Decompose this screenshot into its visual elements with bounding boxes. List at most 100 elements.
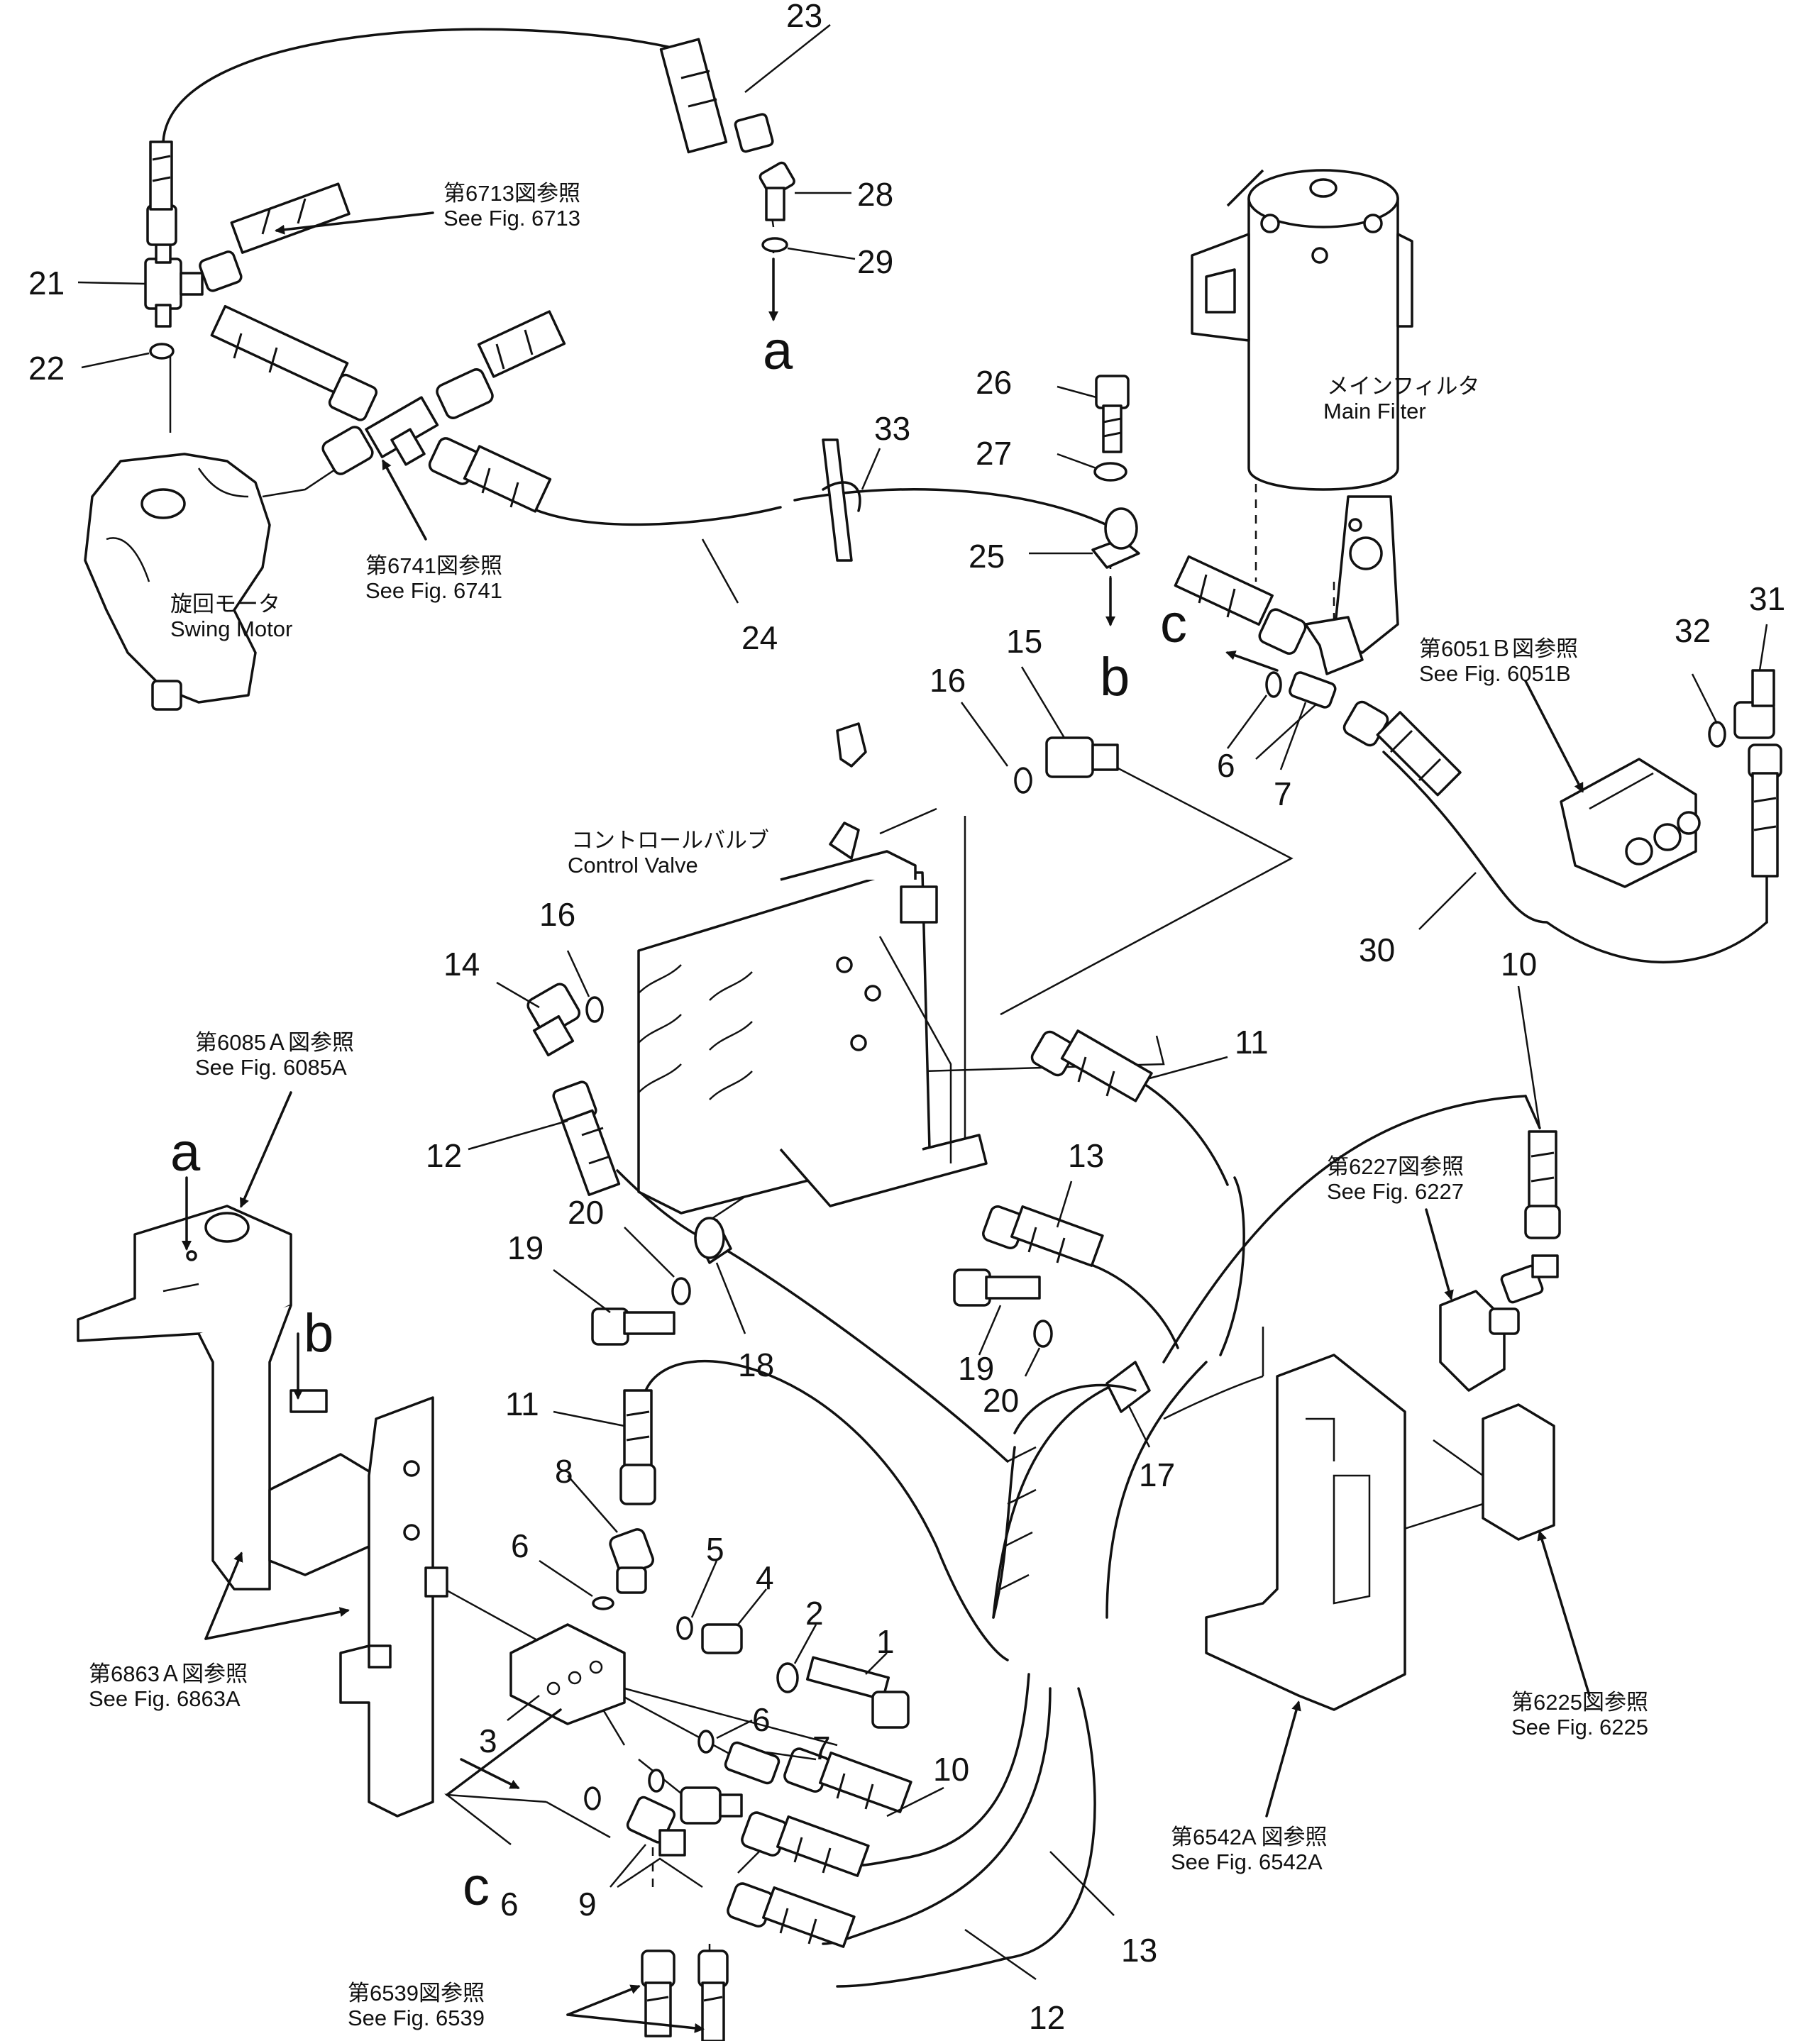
- callout-17: 17: [1139, 1456, 1175, 1493]
- callout-8: 8: [555, 1453, 573, 1490]
- o-ring-6-bottom: [648, 1769, 665, 1793]
- callout-4: 4: [756, 1559, 774, 1596]
- callout-11-lower: 11: [505, 1385, 539, 1422]
- ref-6085A-en: See Fig. 6085A: [195, 1055, 347, 1080]
- fitting-21: [144, 236, 204, 328]
- letter-a-top: a: [763, 321, 793, 381]
- washer-20-left: [671, 1277, 691, 1305]
- o-ring-22: [149, 343, 175, 360]
- connector-letters: a b c a b c: [170, 321, 1187, 1917]
- callout-21: 21: [28, 265, 65, 302]
- bolt-19-right: [953, 1268, 1041, 1307]
- callout-25: 25: [969, 538, 1005, 575]
- letter-a-left: a: [170, 1122, 201, 1183]
- ref-6741-en: See Fig. 6741: [365, 578, 502, 603]
- plug-4: [701, 1623, 743, 1654]
- letter-c-lower: c: [463, 1857, 490, 1917]
- o-ring-6-mid: [592, 1596, 614, 1610]
- swing-motor: [84, 453, 348, 711]
- hoses-6539: [641, 1949, 729, 2041]
- callout-18: 18: [738, 1346, 774, 1383]
- ref-6741-jp: 第6741図参照: [365, 553, 502, 578]
- o-ring-6-top: [1265, 671, 1282, 698]
- o-ring-32: [1708, 721, 1726, 748]
- reference-arrows: [182, 211, 1591, 2033]
- callout-7-top: 7: [1274, 775, 1292, 812]
- ref-6227-jp: 第6227図参照: [1327, 1154, 1464, 1179]
- callout-20-right: 20: [983, 1382, 1019, 1419]
- ref-6051B-jp: 第6051Ｂ図参照: [1419, 636, 1578, 661]
- control-valve-label-jp: コントロールバルブ: [571, 828, 769, 853]
- callout-31: 31: [1749, 580, 1785, 617]
- reference-labels: 第6713図参照 See Fig. 6713 第6741図参照 See Fig.…: [89, 181, 1648, 2030]
- letter-b-left: b: [304, 1303, 333, 1364]
- callout-7-lower: 7: [812, 1730, 831, 1766]
- hose-right-6051B: [1748, 743, 1782, 878]
- callout-19-left: 19: [507, 1229, 544, 1266]
- callout-leaders: [77, 24, 1768, 1981]
- block-6225: [1482, 1403, 1555, 1541]
- hose-end-top-left: [146, 140, 177, 246]
- ref-6863A-en: See Fig. 6863A: [89, 1686, 241, 1711]
- hose-10-lower-end: [783, 1747, 912, 1813]
- callout-20-left: 20: [568, 1194, 604, 1231]
- washer-2: [776, 1662, 799, 1693]
- callout-3: 3: [479, 1722, 497, 1759]
- callout-28: 28: [857, 176, 893, 213]
- washer-20-right: [1033, 1320, 1053, 1348]
- hose-30-end: [1342, 700, 1462, 797]
- hose-6713: [199, 182, 351, 292]
- bracket-6085A: [77, 1205, 448, 1818]
- o-ring-5: [676, 1616, 693, 1640]
- callout-10-lower: 10: [933, 1751, 969, 1788]
- manifold-block-3: [509, 1623, 626, 1725]
- callout-23: 23: [786, 0, 822, 34]
- fitting-7-top: [1289, 671, 1337, 709]
- hose-12-end: [552, 1080, 621, 1196]
- callout-6-c: 6: [500, 1886, 519, 1923]
- main-filter-label-en: Main Filter: [1323, 399, 1426, 424]
- callout-16-top: 16: [930, 662, 966, 699]
- swing-motor-label-en: Swing Motor: [170, 616, 292, 641]
- ref-6225-en: See Fig. 6225: [1511, 1715, 1648, 1739]
- callout-12-top: 12: [426, 1137, 462, 1174]
- callout-30: 30: [1359, 931, 1395, 968]
- callout-29: 29: [857, 243, 893, 280]
- callout-11-top: 11: [1235, 1024, 1269, 1061]
- control-valve-label-en: Control Valve: [568, 853, 698, 878]
- swing-motor-label-jp: 旋回モータ: [170, 592, 280, 616]
- callout-24: 24: [741, 619, 778, 656]
- ref-6863A-jp: 第6863Ａ図参照: [89, 1661, 248, 1686]
- clamp-17: [992, 1361, 1151, 1619]
- callout-33: 33: [874, 410, 910, 447]
- callout-22: 22: [28, 350, 65, 387]
- control-valve: [637, 722, 988, 1215]
- fitting-8: [609, 1528, 655, 1594]
- callout-12-lower: 12: [1029, 1999, 1065, 2036]
- block-6051B: [1560, 758, 1701, 888]
- callout-6-lower: 6: [752, 1701, 771, 1738]
- hose-upper-right-tee: [436, 310, 566, 419]
- ref-6225-jp: 第6225図参照: [1511, 1690, 1648, 1715]
- ref-6227-en: See Fig. 6227: [1327, 1179, 1464, 1204]
- callout-numbers: 23 28 29 21 22 33 26 27 25 24 15 16 6 7 …: [28, 0, 1785, 2036]
- callout-32: 32: [1675, 612, 1711, 649]
- o-ring-6-lower: [697, 1730, 715, 1754]
- ref-6542A-en: See Fig. 6542A: [1171, 1849, 1323, 1874]
- hose-12-lower-end: [727, 1882, 856, 1948]
- ref-6713-en: See Fig. 6713: [443, 206, 580, 231]
- hose-24-end: [428, 437, 552, 513]
- callout-1: 1: [876, 1623, 895, 1660]
- fitting-14: [526, 983, 581, 1057]
- clamp-33: [822, 438, 861, 562]
- callout-6-mid: 6: [511, 1527, 529, 1564]
- ref-6539-jp: 第6539図参照: [348, 1981, 485, 2006]
- valve-6227: [1439, 1254, 1559, 1392]
- bolt-26: [1095, 375, 1130, 453]
- callout-2: 2: [805, 1595, 824, 1632]
- ref-6542A-jp: 第6542A 図参照: [1171, 1825, 1328, 1849]
- tee-fitting-6741: [210, 304, 439, 475]
- washer-27: [1093, 462, 1127, 482]
- letter-c-top: c: [1160, 594, 1187, 654]
- fitting-15: [1045, 736, 1119, 778]
